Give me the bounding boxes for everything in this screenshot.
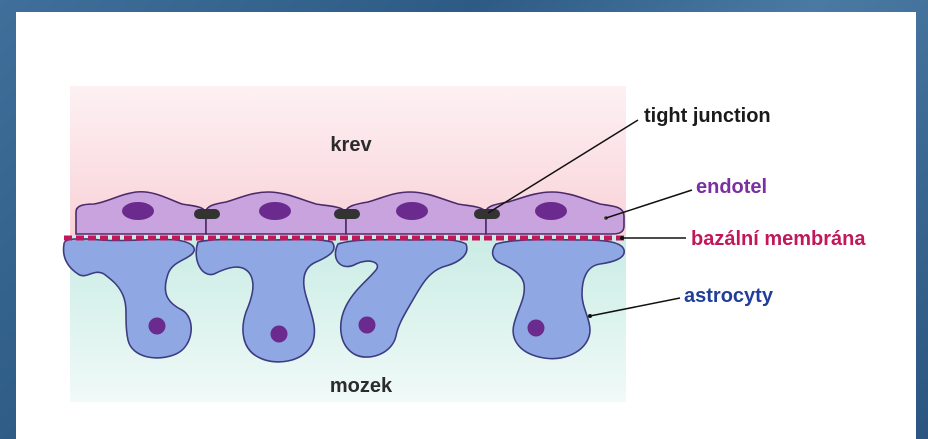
tight-junction: [334, 209, 360, 219]
endothelial-nucleus: [122, 202, 154, 220]
slide-canvas: krev mozek tight junction endotel bazáln…: [16, 12, 916, 439]
astrocyte-nucleus: [271, 326, 288, 343]
endothelial-nucleus: [396, 202, 428, 220]
astrocyte-nucleus: [149, 318, 166, 335]
endothelial-nucleus: [259, 202, 291, 220]
basal-membrane-label: bazální membrána: [691, 228, 866, 250]
brain-label: mozek: [330, 375, 393, 397]
astrocyte-nucleus: [528, 320, 545, 337]
endothelial-nucleus: [535, 202, 567, 220]
blood-label: krev: [330, 134, 372, 156]
endothelium-label: endotel: [696, 176, 767, 198]
tight-junction: [474, 209, 500, 219]
basal-membrane-pointer-dot: [620, 236, 624, 240]
astrocytes-label: astrocyty: [684, 285, 774, 307]
tight-junction-label: tight junction: [644, 105, 771, 127]
astrocytes-pointer-dot: [588, 314, 592, 318]
blood-brain-barrier-diagram: krev mozek tight junction endotel bazáln…: [16, 12, 916, 439]
tight-junction: [194, 209, 220, 219]
astrocyte-nucleus: [359, 317, 376, 334]
